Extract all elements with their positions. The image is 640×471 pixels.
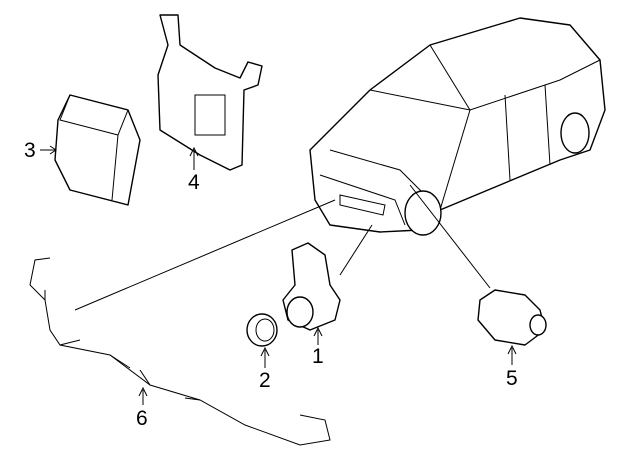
callout-4: 4	[188, 171, 200, 194]
wiring-harness-drawing	[29, 257, 331, 446]
callout-1: 1	[312, 345, 324, 368]
callout-arrows	[40, 145, 517, 405]
bracket-drawing	[157, 14, 263, 171]
parking-sensor-drawing	[282, 242, 341, 331]
control-module-drawing	[54, 94, 141, 206]
leader-lines	[74, 184, 491, 311]
callout-2: 2	[259, 369, 271, 392]
callout-6: 6	[136, 407, 148, 430]
callout-3: 3	[24, 139, 36, 162]
vehicle-illustration	[309, 17, 606, 236]
camera-drawing	[477, 289, 547, 346]
callout-5: 5	[506, 367, 518, 390]
sensor-ring-drawing	[246, 313, 278, 347]
